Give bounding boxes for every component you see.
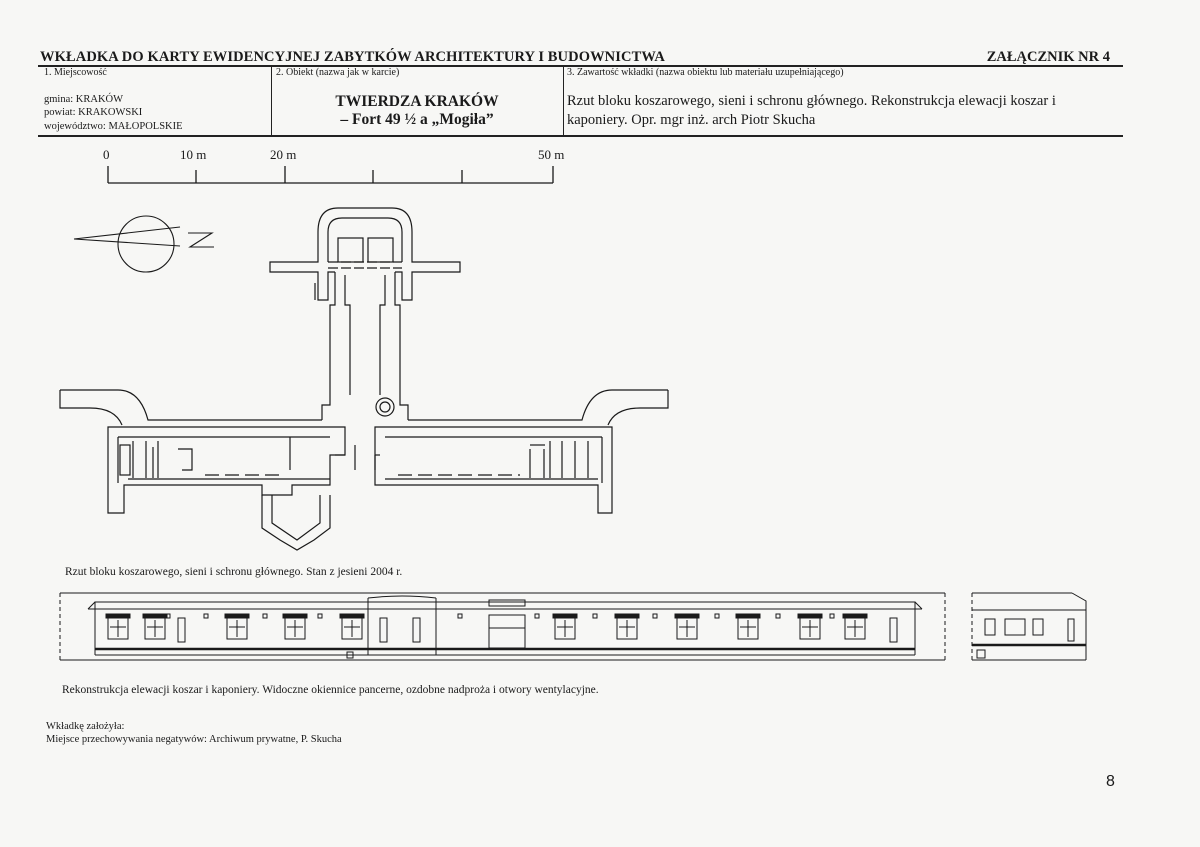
- elevation-window: [339, 613, 365, 640]
- object-name-line2: – Fort 49 ½ a „Mogiła”: [340, 111, 494, 128]
- elevation-window: [142, 613, 168, 640]
- ventilation-opening: [203, 613, 209, 619]
- elevation-window: [842, 613, 868, 640]
- scale-bar: [107, 166, 554, 184]
- elevation-caption: Rekonstrukcja elewacji koszar i kaponier…: [62, 684, 599, 696]
- ventilation-opening: [714, 613, 720, 619]
- card-title: WKŁADKA DO KARTY EWIDENCYJNEJ ZABYTKÓW A…: [40, 49, 665, 65]
- elevation-window: [224, 613, 250, 640]
- scale-label-50: 50 m: [538, 147, 565, 162]
- page-number: 8: [1106, 773, 1115, 790]
- elevation-slit: [412, 617, 421, 643]
- header-divider-1: [271, 65, 272, 136]
- contents-label: 3. Zawartość wkładki (nazwa obiektu lub …: [567, 67, 844, 78]
- location-wojewodztwo: województwo: MAŁOPOLSKIE: [44, 121, 183, 132]
- annex-number: ZAŁĄCZNIK NR 4: [986, 49, 1110, 65]
- ventilation-opening: [317, 613, 323, 619]
- elevation-window: [552, 613, 578, 640]
- object-label: 2. Obiekt (nazwa jak w karcie): [276, 67, 400, 78]
- header-rule-bottom: [38, 135, 1123, 137]
- location-powiat: powiat: KRAKOWSKI: [44, 107, 143, 118]
- elevation-window: [282, 613, 308, 640]
- ventilation-opening: [775, 613, 781, 619]
- scale-label-20: 20 m: [270, 147, 297, 162]
- elevation-drawing: [59, 592, 946, 661]
- contents-line2: kaponiery. Opr. mgr inż. arch Piotr Skuc…: [567, 112, 816, 128]
- ventilation-opening: [829, 613, 835, 619]
- elevation-window: [797, 613, 823, 640]
- caponier-elevation: [971, 592, 1087, 661]
- storage-line: Miejsce przechowywania negatywów: Archiw…: [46, 734, 342, 745]
- elevation-slit: [889, 617, 898, 643]
- ventilation-opening: [457, 613, 463, 619]
- location-gmina: gmina: KRAKÓW: [44, 94, 124, 105]
- ventilation-opening: [534, 613, 540, 619]
- floor-plan: [59, 207, 669, 551]
- elevation-windows: [105, 613, 898, 643]
- plan-caption: Rzut bloku koszarowego, sieni i schronu …: [65, 566, 403, 578]
- elevation-window: [105, 613, 131, 640]
- object-name-line1: TWIERDZA KRAKÓW: [335, 93, 499, 110]
- location-label: 1. Miejscowość: [44, 67, 107, 78]
- elevation-window: [674, 613, 700, 640]
- elevation-window: [614, 613, 640, 640]
- elevation-slit: [177, 617, 186, 643]
- ventilation-opening: [165, 613, 171, 619]
- elevation-window: [735, 613, 761, 640]
- elevation-slit: [379, 617, 388, 643]
- scale-label-0: 0: [103, 147, 110, 162]
- ventilation-opening: [592, 613, 598, 619]
- header-divider-2: [563, 65, 564, 136]
- scale-label-10: 10 m: [180, 147, 207, 162]
- contents-line1: Rzut bloku koszarowego, sieni i schronu …: [567, 93, 1056, 109]
- ventilation-opening: [262, 613, 268, 619]
- founder-line: Wkładkę założyła:: [46, 721, 125, 732]
- header-rule-top: [38, 65, 1123, 67]
- ventilation-opening: [652, 613, 658, 619]
- north-arrow-icon: [73, 215, 214, 273]
